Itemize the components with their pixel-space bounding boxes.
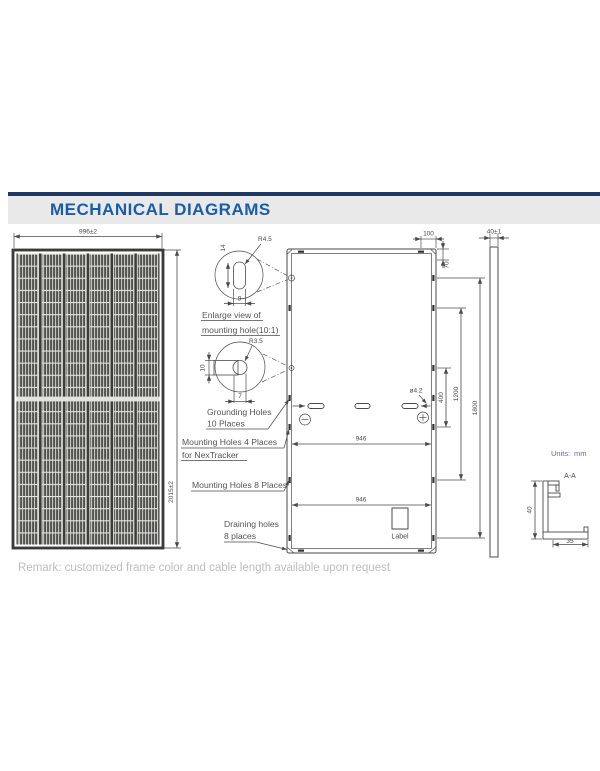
section-foot	[542, 531, 589, 540]
section-wall	[542, 480, 549, 536]
units-value: mm	[574, 449, 587, 458]
back-view: ø4.2 946 946 Label 100	[286, 231, 485, 554]
corner-offset-label: 100	[423, 231, 434, 238]
side-view: 40±1	[479, 229, 509, 558]
slot-right	[401, 403, 419, 409]
mounting-slot-shape	[233, 261, 246, 290]
detail-caption-line2: mounting hole(10:1)	[202, 325, 279, 335]
slot-middle	[354, 403, 371, 409]
ground-minus-symbol	[299, 413, 311, 426]
mounting-slot-width-label: 9	[238, 296, 242, 303]
grounding-callout-line2: 10 Places	[207, 419, 245, 429]
grounding-slot-width-label: 7	[238, 393, 242, 400]
grounding-hole-circle	[232, 360, 248, 375]
header-rule	[8, 192, 600, 196]
top-mounting-hole-point	[288, 274, 295, 282]
section-name-label: A-A	[564, 473, 576, 480]
remark-text: Remark: customized frame color and cable…	[18, 562, 391, 574]
front-width-label: 996±2	[79, 229, 97, 236]
edge-offset-label: 70	[444, 261, 451, 269]
section-aa: A-A 40 35	[527, 473, 589, 548]
edge-offset-dim: 70	[437, 241, 451, 269]
label-box	[391, 507, 409, 530]
ground-plus-symbol	[417, 411, 429, 424]
section-header: MECHANICAL DIAGRAMS	[8, 196, 600, 224]
middle-slot-row: ø4.2	[292, 388, 431, 426]
spacing-short-label: 400	[438, 392, 445, 403]
detail-caption-line1: Enlarge view of	[202, 310, 261, 320]
detail-circle-grounding	[214, 341, 266, 393]
spacing-dims: 400 1200 1800	[437, 277, 485, 539]
units-label: Units:	[551, 449, 570, 458]
grounding-slot-shape	[213, 360, 239, 376]
callouts: Grounding Holes 10 Places Mounting Holes…	[181, 399, 290, 551]
label-box-text: Label	[391, 534, 409, 541]
side-thickness-label: 40±1	[487, 229, 502, 236]
grounding-slot-length-label: 10	[200, 364, 207, 372]
spacing-mid-label: 1200	[453, 386, 460, 401]
front-height-dimension: 2015±2	[164, 249, 181, 549]
grounding-callout-line1: Grounding Holes	[207, 407, 272, 417]
edge-slot-marks	[288, 250, 435, 552]
section-title: MECHANICAL DIAGRAMS	[50, 200, 271, 219]
draining-callout-line1: Draining holes	[224, 519, 279, 529]
section-width-label: 35	[566, 538, 574, 545]
grounding-radius-label: R3.5	[249, 338, 263, 345]
section-top-lip	[547, 480, 560, 486]
mounting-hole-detail: 14 9 R4.5 Enlarge view of mounting hole(…	[201, 236, 292, 336]
detail-circle-mounting	[214, 250, 264, 300]
grounding-hole-point	[288, 365, 295, 371]
panel-center-gap	[16, 396, 160, 402]
front-view: 996±2 2015±2	[11, 229, 181, 550]
side-profile-bar	[489, 246, 499, 558]
mounting4-callout-line1: Mounting Holes 4 Places	[182, 437, 277, 447]
back-frame-inner	[291, 253, 432, 549]
spacing-long-label: 1800	[472, 400, 479, 415]
inner-width-upper-label: 946	[356, 436, 367, 443]
inner-width-lower-label: 946	[356, 497, 367, 504]
mounting8-callout: Mounting Holes 8 Places	[192, 480, 287, 490]
section-mid-flange	[547, 492, 561, 498]
hole-diameter-label: ø4.2	[409, 388, 422, 395]
draining-callout-line2: 8 places	[224, 531, 256, 541]
section-height-label: 40	[527, 506, 534, 514]
slot-left	[307, 403, 325, 409]
front-width-dimension: 996±2	[13, 229, 163, 248]
mounting-slot-length-label: 14	[220, 244, 227, 252]
back-frame-outer	[286, 248, 437, 554]
grounding-hole-detail: 10 7 R3.5	[200, 338, 292, 404]
corner-offset-dim: 100	[413, 231, 444, 248]
front-height-label: 2015±2	[168, 481, 175, 503]
inner-width-dims: 946 946	[292, 436, 431, 508]
mounting-radius-label: R4.5	[258, 236, 272, 243]
mounting4-callout-line2: for NexTracker	[182, 450, 239, 460]
